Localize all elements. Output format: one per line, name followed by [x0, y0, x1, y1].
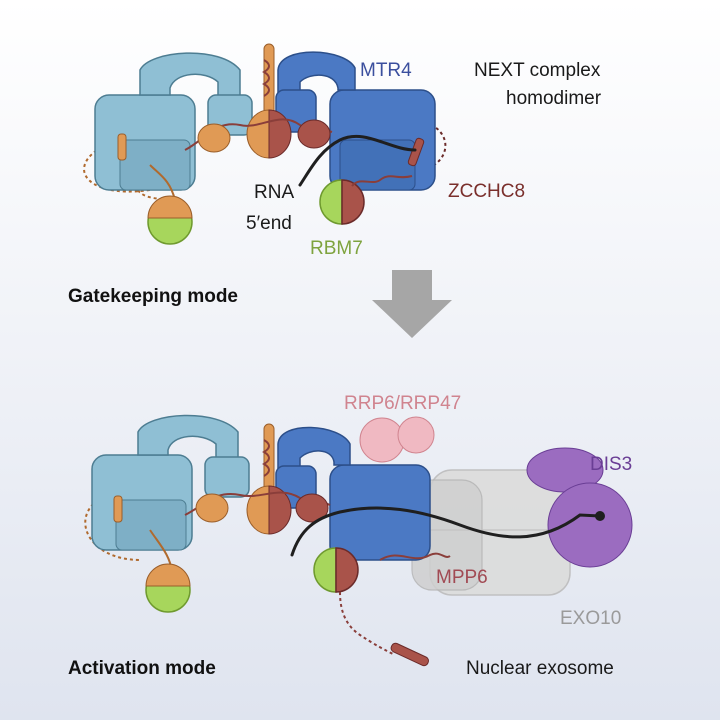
gatekeeping-panel: MTR4 NEXT complex homodimer RNA 5′end ZC…: [68, 43, 602, 307]
mtr4-left: [94, 52, 253, 191]
zcchc8-label: ZCCHC8: [448, 181, 525, 202]
rbm7-right: [319, 179, 365, 225]
mpp6-label: MPP6: [436, 567, 488, 588]
rna-label-line1: RNA: [254, 182, 294, 203]
next-complex-label-line1: NEXT complex: [474, 60, 601, 81]
zcchc8-linker-lower: [351, 175, 413, 187]
zcchc8-tail-helix: [390, 642, 430, 667]
zcchc8-domain-bottom: [295, 493, 329, 523]
mtr4-label: MTR4: [360, 60, 412, 81]
rna-3prime-end: [595, 511, 605, 521]
rrp6-rrp47-label: RRP6/RRP47: [344, 393, 461, 414]
central-coiled-coil-bottom: [246, 423, 292, 535]
zcchc8-tail: [339, 591, 396, 656]
zcchc8-helix-left-bottom: [113, 495, 123, 523]
dis3-domain: [526, 447, 633, 568]
left-dashed-tether-bottom: [84, 499, 141, 561]
orange-domain-left-bottom: [195, 493, 229, 523]
gatekeeping-mode-title: Gatekeeping mode: [68, 286, 238, 307]
zcchc8-helix-left: [117, 133, 127, 161]
zcchc8-domain-top: [297, 119, 331, 149]
orange-domain-left: [197, 123, 231, 153]
rbm7-right-bottom: [313, 547, 359, 593]
activation-mode-title: Activation mode: [68, 658, 216, 679]
next-complex-label-line2: homodimer: [506, 88, 602, 109]
dis3-label: DIS3: [590, 454, 632, 475]
exo10-label: EXO10: [560, 608, 621, 629]
left-lower-tether: [134, 184, 169, 201]
mtr4-left-bottom: [91, 414, 250, 551]
rna-strand-top: [298, 134, 417, 187]
nuclear-exosome-label: Nuclear exosome: [466, 658, 614, 679]
rrp6-rrp47-domain: [359, 416, 435, 463]
rbm7-label: RBM7: [310, 238, 363, 259]
rbm7-left: [147, 195, 193, 245]
rna-label-line2: 5′end: [246, 213, 292, 234]
activation-panel: RRP6/RRP47 DIS3 MPP6 EXO10 Activation mo…: [68, 393, 633, 679]
mpp6-linker: [379, 552, 451, 561]
rbm7-left-bottom: [145, 563, 191, 613]
central-coiled-coil: [246, 43, 292, 159]
rna-strand-bottom: [290, 506, 602, 557]
orange-linker-left: [149, 164, 176, 201]
mtr4-right: [275, 51, 436, 191]
transition-arrow-icon: [372, 270, 452, 338]
